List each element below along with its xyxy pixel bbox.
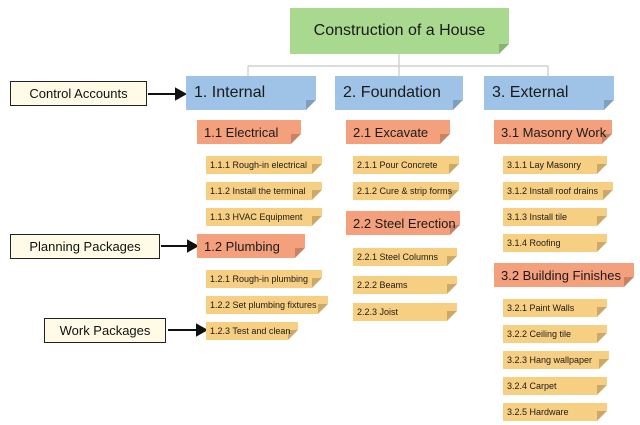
planning-package-excavate: 2.1 Excavate — [346, 120, 450, 144]
work-package-2-2-3: 2.2.3 Joist — [353, 303, 457, 321]
work-package-3-2-2: 3.2.2 Ceiling tile — [503, 325, 607, 343]
work-package-3-2-4: 3.2.4 Carpet — [503, 377, 607, 395]
work-package-2-1-2: 2.1.2 Cure & strip forms — [353, 182, 459, 200]
planning-package-building-finishes: 3.2 Building Finishes — [494, 263, 634, 287]
work-package-1-2-3: 1.2.3 Test and clean — [206, 322, 298, 340]
work-package-3-2-3: 3.2.3 Hang wallpaper — [503, 351, 609, 369]
work-package-2-2-2: 2.2.2 Beams — [353, 276, 457, 294]
planning-package-steel-erection: 2.2 Steel Erection — [346, 211, 460, 235]
planning-package-electrical: 1.1 Electrical — [197, 120, 301, 144]
planning-package-plumbing: 1.2 Plumbing — [197, 234, 305, 258]
work-package-1-1-3: 1.1.3 HVAC Equipment — [206, 208, 322, 226]
work-package-3-1-3: 3.1.3 Install tile — [503, 208, 607, 226]
work-package-1-2-1: 1.2.1 Rough-in plumbing — [206, 270, 322, 288]
callout-work-packages: Work Packages — [44, 318, 166, 343]
work-package-1-1-2: 1.1.2 Install the terminal — [206, 182, 322, 200]
planning-package-masonry-work: 3.1 Masonry Work — [494, 120, 612, 144]
work-package-3-1-1: 3.1.1 Lay Masonry — [503, 156, 607, 174]
work-package-3-1-2: 3.1.2 Install roof drains — [503, 182, 613, 200]
work-package-3-2-1: 3.2.1 Paint Walls — [503, 299, 607, 317]
callout-planning-packages: Planning Packages — [10, 234, 160, 259]
work-package-2-2-1: 2.2.1 Steel Columns — [353, 248, 457, 266]
root-node: Construction of a House — [290, 8, 509, 54]
control-account-internal: 1. Internal — [186, 76, 316, 110]
work-package-1-2-2: 1.2.2 Set plumbing fixtures — [206, 296, 328, 314]
work-package-3-1-4: 3.1.4 Roofing — [503, 234, 607, 252]
work-package-2-1-1: 2.1.1 Pour Concrete — [353, 156, 459, 174]
work-package-3-2-5: 3.2.5 Hardware — [503, 403, 607, 421]
work-package-1-1-1: 1.1.1 Rough-in electrical — [206, 156, 322, 174]
control-account-foundation: 2. Foundation — [335, 76, 463, 110]
control-account-external: 3. External — [484, 76, 614, 110]
callout-control-accounts: Control Accounts — [10, 81, 147, 106]
